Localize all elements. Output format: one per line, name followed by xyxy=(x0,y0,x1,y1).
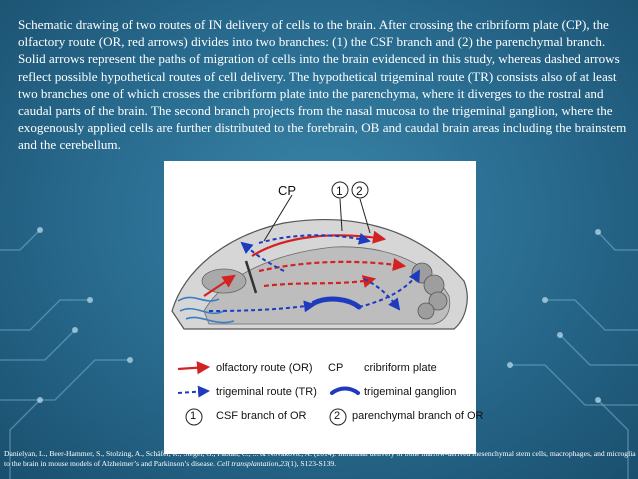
marker-1: 1 xyxy=(336,184,343,198)
legend-csf-label: CSF branch of OR xyxy=(216,410,307,422)
legend-ganglion-label: trigeminal ganglion xyxy=(364,386,457,398)
legend-olfactory-label: olfactory route (OR) xyxy=(216,362,313,374)
legend-icons xyxy=(177,361,360,426)
olfactory-bulb xyxy=(201,268,247,294)
citation-journal: Cell transplantation,23 xyxy=(216,459,288,468)
trigeminal-route-arrows xyxy=(208,232,420,313)
legend-cp-abbr: CP xyxy=(328,362,344,374)
legend-parenchymal-label: parenchymal branch of OR xyxy=(352,410,484,422)
label-leaders xyxy=(263,194,371,242)
legend-trigeminal-label: trigeminal route (TR) xyxy=(216,386,317,398)
legend-num1: 1 xyxy=(190,410,197,422)
legend-cribriform-label: cribriform plate xyxy=(364,362,437,374)
figure-panel: CP 1 2 olfactory route (OR) trigeminal r… xyxy=(164,161,483,454)
nasal-mucosa xyxy=(177,296,235,324)
figure-caption: Schematic drawing of two routes of IN de… xyxy=(18,17,627,153)
cp-label: CP xyxy=(278,183,296,198)
brain-diagram: CP 1 2 xyxy=(171,181,468,426)
marker-2: 2 xyxy=(356,184,363,198)
trigeminal-ganglion xyxy=(311,296,362,310)
citation-main: Danielyan, L., Beer-Hammer, S., Stolzing… xyxy=(4,449,636,468)
cribriform-plate xyxy=(244,260,258,294)
citation-tail: (1), S123-S139. xyxy=(287,459,337,468)
legend-num2: 2 xyxy=(334,410,341,422)
citation: Danielyan, L., Beer-Hammer, S., Stolzing… xyxy=(4,449,636,469)
